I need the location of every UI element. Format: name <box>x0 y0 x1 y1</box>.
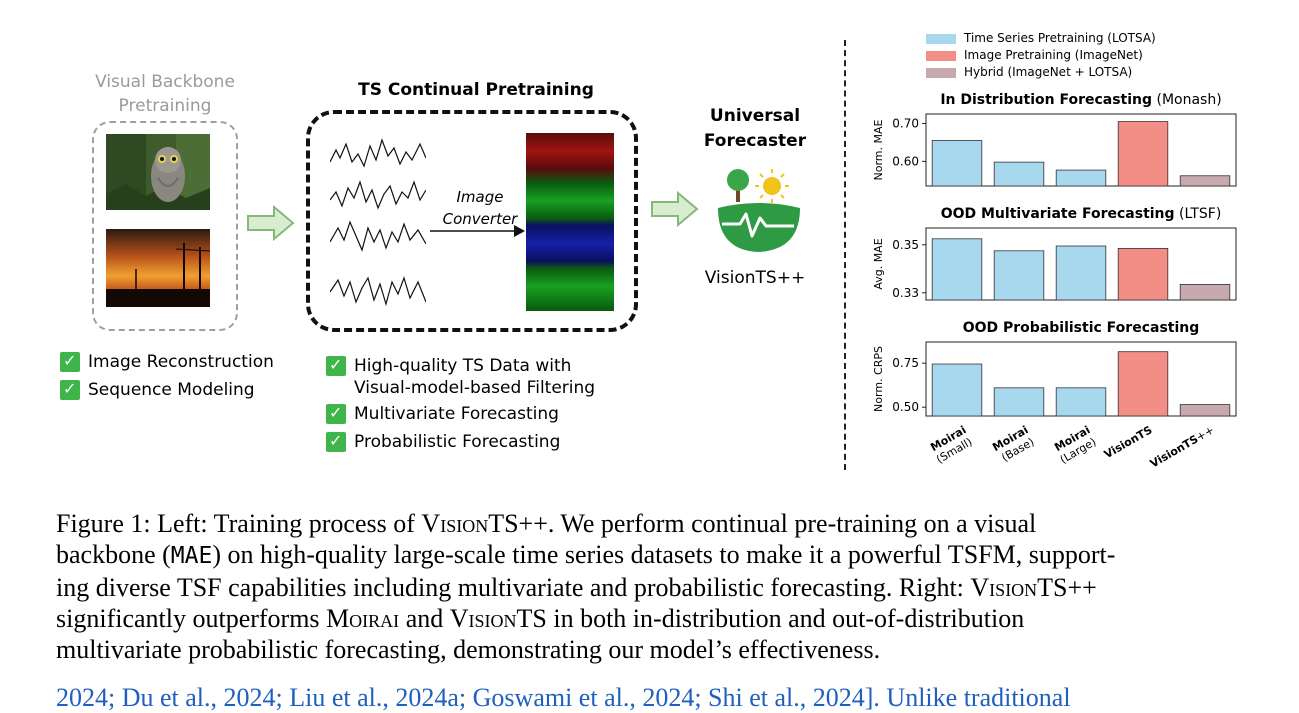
pretraining-checklist: High-quality TS Data with Visual-model-b… <box>326 355 596 452</box>
check-label: Multivariate Forecasting <box>354 404 559 424</box>
check-label: Sequence Modeling <box>88 380 255 400</box>
check-label: High-quality TS Data with <box>354 356 572 376</box>
bar <box>1179 404 1231 417</box>
backbone-box <box>92 121 238 331</box>
chart-title: OOD Multivariate Forecasting (LTSF) <box>941 206 1222 222</box>
converter-label: Image Converter <box>440 186 520 230</box>
converter-arrow-icon <box>430 225 525 237</box>
bar <box>931 140 983 187</box>
x-tick-label: VisionTS <box>1102 423 1155 461</box>
caption-line4: significantly outperforms Moirai and Vis… <box>56 604 1025 633</box>
benchmark-charts: In Distribution Forecasting (Monash) Norm… <box>872 92 1237 470</box>
checkbox-checked-icon <box>60 379 80 400</box>
vertical-divider <box>844 40 846 470</box>
chart-legend: Time Series Pretraining (LOTSA) Image Pr… <box>926 30 1156 81</box>
backbone-checklist: Image Reconstruction Sequence Modeling <box>60 351 274 400</box>
ts-title: TS Continual Pretraining <box>358 80 594 100</box>
bar <box>1117 351 1169 417</box>
body-text-cutoff: 2024; Du et al., 2024; Liu et al., 2024a… <box>56 683 1071 712</box>
check-label-cont: Visual-model-based Filtering <box>354 378 596 398</box>
check-item: High-quality TS Data with <box>326 355 595 376</box>
legend-label: Image Pretraining (ImageNet) <box>964 48 1143 62</box>
sunset-image <box>106 229 210 307</box>
check-item: Probabilistic Forecasting <box>326 431 595 452</box>
backbone-title-line1: Visual Backbone <box>95 72 235 92</box>
legend-label: Hybrid (ImageNet + LOTSA) <box>964 65 1133 79</box>
legend-label: Time Series Pretraining (LOTSA) <box>964 31 1156 45</box>
bar <box>1055 245 1107 301</box>
arrow-right-icon <box>247 204 295 242</box>
y-tick-label: 0.75 <box>892 356 919 370</box>
owl-image <box>106 134 210 210</box>
backbone-title-line2: Pretraining <box>118 96 212 116</box>
legend-swatch <box>926 50 956 61</box>
check-item: Sequence Modeling <box>60 379 274 400</box>
bar <box>1117 247 1169 301</box>
y-tick-label: 0.33 <box>892 286 919 300</box>
check-item: Image Reconstruction <box>60 351 274 372</box>
bar <box>1055 169 1107 187</box>
bar <box>993 387 1045 417</box>
check-label: Image Reconstruction <box>88 352 274 372</box>
y-axis-label: Norm. CRPS <box>872 346 885 412</box>
check-item: Multivariate Forecasting <box>326 403 595 424</box>
figure-caption: Figure 1: Left: Training process of Visi… <box>56 508 1244 665</box>
check-label: Probabilistic Forecasting <box>354 432 561 452</box>
y-tick-label: 0.35 <box>892 238 919 252</box>
y-tick-label: 0.70 <box>892 116 919 130</box>
bar <box>1179 175 1231 187</box>
caption-line3: ing diverse TSF capabilities including m… <box>56 573 1097 602</box>
bar <box>1117 121 1169 187</box>
bar <box>1179 283 1231 301</box>
checkbox-checked-icon <box>326 403 346 424</box>
converter-label-line1: Image <box>456 188 504 206</box>
legend-swatch <box>926 67 956 78</box>
universal-forecaster-title: Universal Forecaster <box>690 104 820 154</box>
checkbox-checked-icon <box>326 355 346 376</box>
caption-line2: backbone (MAE) on high-quality large-sca… <box>56 540 1116 569</box>
x-tick-label: VisionTS++ <box>1148 423 1217 470</box>
ts-pretraining-box <box>306 110 638 332</box>
chart-title: OOD Probabilistic Forecasting <box>963 320 1200 336</box>
universal-line1: Universal <box>709 106 801 126</box>
y-axis-label: Avg. MAE <box>872 238 885 289</box>
legend-item: Hybrid (ImageNet + LOTSA) <box>926 64 1156 81</box>
rgb-encoded-image <box>526 133 614 311</box>
bar <box>931 363 983 417</box>
backbone-title: Visual Backbone Pretraining <box>72 70 258 118</box>
caption-line1: Figure 1: Left: Training process of Visi… <box>56 509 1037 538</box>
caption-line5: multivariate probabilistic forecasting, … <box>56 635 881 664</box>
arrow-right-icon-2 <box>651 190 699 228</box>
checkbox-checked-icon <box>326 431 346 452</box>
legend-item: Image Pretraining (ImageNet) <box>926 47 1156 64</box>
legend-swatch <box>926 33 956 44</box>
y-tick-label: 0.50 <box>892 400 919 414</box>
legend-item: Time Series Pretraining (LOTSA) <box>926 30 1156 47</box>
universal-line2: Forecaster <box>703 131 807 151</box>
time-series-waveforms <box>330 138 426 307</box>
checkbox-checked-icon <box>60 351 80 372</box>
chart-title: In Distribution Forecasting (Monash) <box>940 92 1221 108</box>
converter-label-line2: Converter <box>442 210 518 228</box>
bar <box>1055 387 1107 417</box>
bar <box>993 161 1045 187</box>
logo-caption: VisionTS++ <box>704 268 806 288</box>
y-axis-label: Norm. MAE <box>872 119 885 180</box>
y-tick-label: 0.60 <box>892 154 919 168</box>
visionts-logo-icon <box>718 169 800 252</box>
bar <box>931 238 983 301</box>
bar <box>993 250 1045 301</box>
